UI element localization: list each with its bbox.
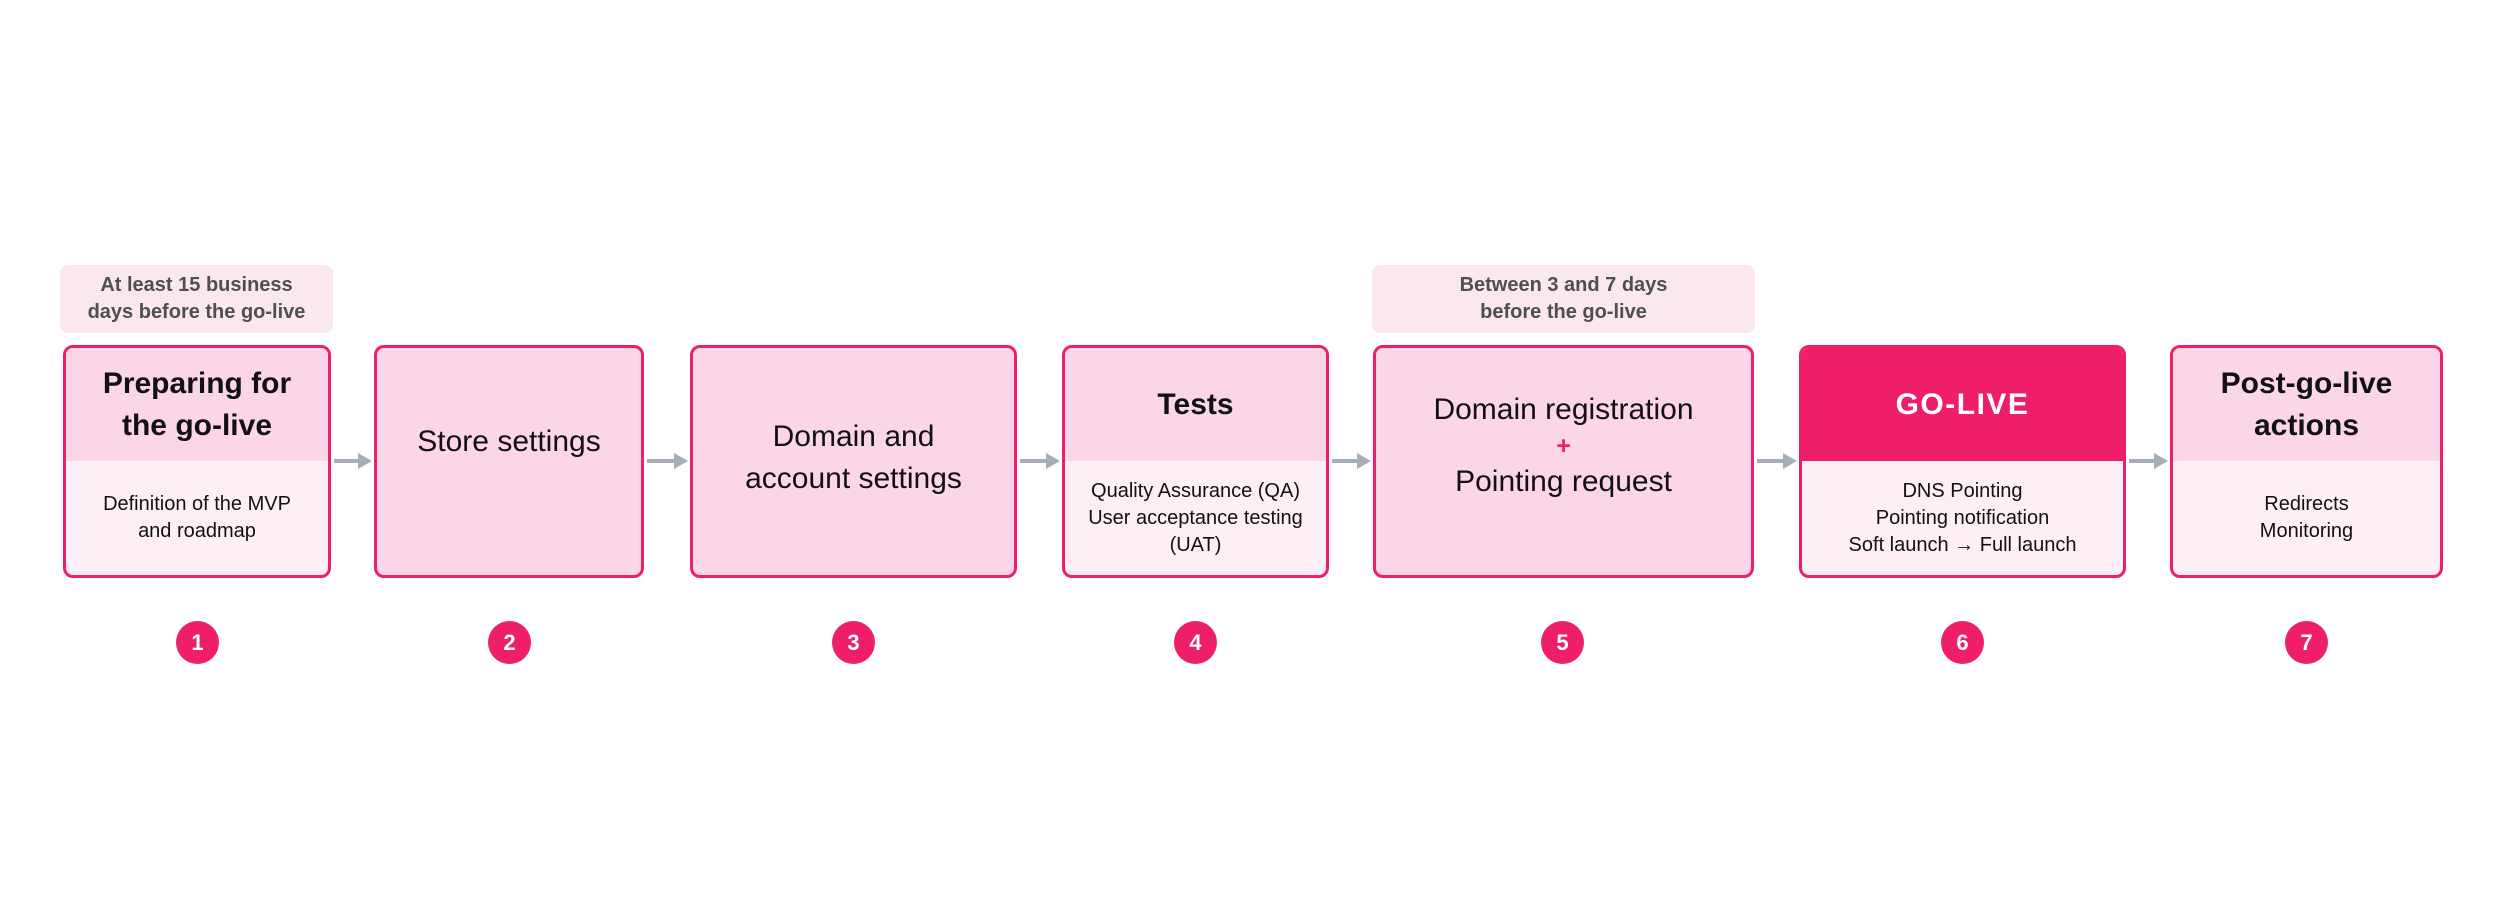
timing-note-step-5: Between 3 and 7 days before the go-live <box>1372 265 1755 333</box>
step-number-badge-3: 3 <box>832 621 875 664</box>
flow-arrow-icon <box>1332 453 1371 469</box>
arrow-shaft <box>1757 459 1786 463</box>
step-box-domain-account-settings: Domain and account settings <box>690 345 1017 578</box>
step-box-details: DNS Pointing Pointing notification Soft … <box>1802 461 2123 575</box>
flow-arrow-icon <box>2129 453 2168 469</box>
step-number-badge-5: 5 <box>1541 621 1584 664</box>
step-box-go-live: GO-LIVE DNS Pointing Pointing notificati… <box>1799 345 2126 578</box>
step-number-badge-4: 4 <box>1174 621 1217 664</box>
step-details-text: DNS Pointing Pointing notification Soft … <box>1848 479 2077 556</box>
arrow-head <box>1783 453 1797 469</box>
arrow-head <box>674 453 688 469</box>
step-number-badge-2: 2 <box>488 621 531 664</box>
step-title: Post-go-live actions <box>2220 366 2393 442</box>
timing-note-step-1: At least 15 business days before the go-… <box>60 265 333 333</box>
step-title: Tests <box>1157 387 1234 421</box>
arrow-head <box>2154 453 2168 469</box>
timing-note-text: At least 15 business days before the go-… <box>87 274 306 323</box>
step-title: Domain registration <box>1433 392 1694 426</box>
step-box-details: Quality Assurance (QA) User acceptance t… <box>1065 461 1326 575</box>
plus-icon: + <box>1556 431 1571 460</box>
step-number-badge-1: 1 <box>176 621 219 664</box>
step-number-badge-7: 7 <box>2285 621 2328 664</box>
arrow-shaft <box>647 459 677 463</box>
step-box-header: GO-LIVE <box>1802 348 2123 461</box>
step-box-preparing: Preparing for the go-live Definition of … <box>63 345 331 578</box>
step-subtitle: Pointing request <box>1455 464 1672 498</box>
step-box-post-go-live: Post-go-live actions Redirects Monitorin… <box>2170 345 2443 578</box>
step-title: Domain and account settings <box>745 419 962 495</box>
flow-arrow-icon <box>1757 453 1797 469</box>
step-title: GO-LIVE <box>1895 387 2030 421</box>
step-box-tests: Tests Quality Assurance (QA) User accept… <box>1062 345 1329 578</box>
step-title: Store settings <box>417 424 601 458</box>
arrow-shaft <box>1020 459 1049 463</box>
step-box-store-settings: Store settings <box>374 345 644 578</box>
flow-arrow-icon <box>647 453 688 469</box>
step-box-header: Post-go-live actions <box>2173 348 2440 461</box>
arrow-shaft <box>334 459 361 463</box>
step-details-text: Redirects Monitoring <box>2259 493 2354 542</box>
step-box-header: Preparing for the go-live <box>66 348 328 461</box>
arrow-head <box>1046 453 1060 469</box>
step-box-details: Definition of the MVP and roadmap <box>66 461 328 575</box>
step-details-text: Quality Assurance (QA) User acceptance t… <box>1088 479 1303 556</box>
step-number-badge-6: 6 <box>1941 621 1984 664</box>
step-box-header: Tests <box>1065 348 1326 461</box>
flow-arrow-icon <box>1020 453 1060 469</box>
step-box-domain-registration: Domain registration + Pointing request <box>1373 345 1754 578</box>
step-title-group: Domain registration + Pointing request <box>1433 389 1693 503</box>
step-details-text: Definition of the MVP and roadmap <box>103 493 291 542</box>
arrow-shaft <box>1332 459 1360 463</box>
step-box-details: Redirects Monitoring <box>2173 461 2440 575</box>
arrow-head <box>358 453 372 469</box>
arrow-shaft <box>2129 459 2157 463</box>
step-title: Preparing for the go-live <box>102 366 292 442</box>
arrow-head <box>1357 453 1371 469</box>
flow-arrow-icon <box>334 453 372 469</box>
timing-note-text: Between 3 and 7 days before the go-live <box>1459 274 1668 323</box>
